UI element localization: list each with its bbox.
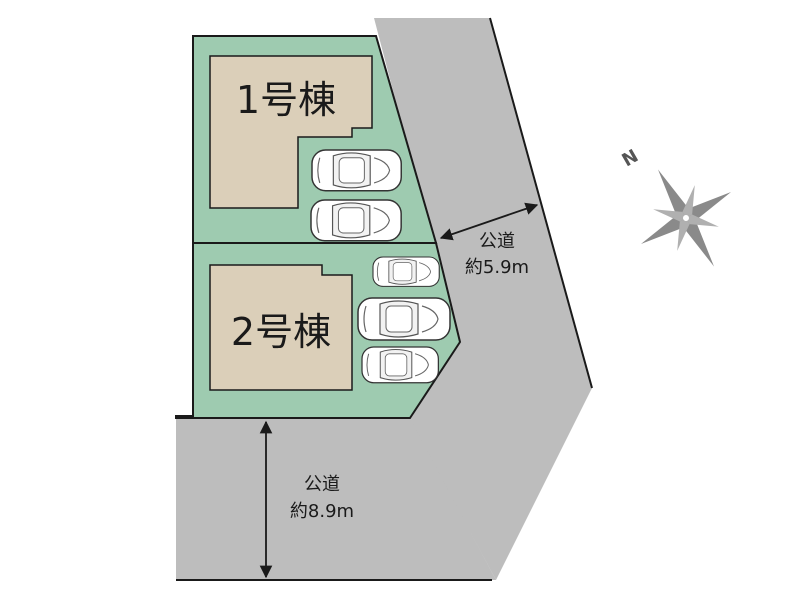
car-1: [311, 149, 402, 192]
road-east-width: 約5.9m: [465, 257, 529, 278]
car-4: [357, 297, 451, 341]
car-3: [372, 256, 440, 287]
road-south-name: 公道: [304, 474, 340, 495]
compass-north-label: N: [618, 146, 642, 172]
road-east-dimension-arrow: [439, 202, 539, 241]
road-south-width: 約8.9m: [290, 501, 354, 522]
road-east: [374, 18, 592, 580]
building-1: [209, 55, 373, 209]
car-5: [361, 346, 439, 384]
road-east-name: 公道: [479, 231, 515, 252]
building-2: [209, 264, 353, 391]
road-south: [176, 418, 496, 580]
road-east-edge: [489, 17, 593, 389]
lot-2-label: 2号棟: [231, 310, 331, 354]
compass-icon: [640, 169, 732, 267]
lot-1-label: 1号棟: [236, 78, 336, 122]
car-2: [310, 199, 402, 242]
